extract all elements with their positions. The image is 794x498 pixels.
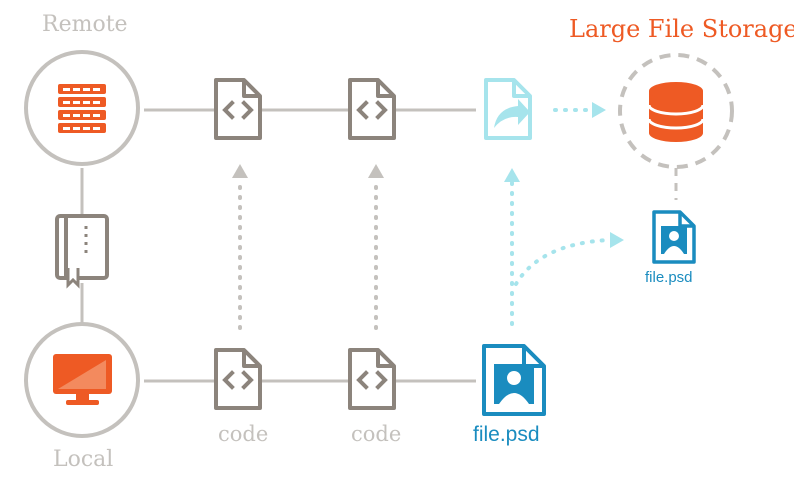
code-file-icon <box>214 78 262 140</box>
file-psd-small-label: file.psd <box>645 269 693 286</box>
push-arrow-1 <box>232 164 248 330</box>
book-icon <box>55 214 109 289</box>
push-arrow-2 <box>368 164 384 330</box>
code-file-icon <box>348 348 396 410</box>
code-file-icon <box>348 78 396 140</box>
file-psd-label: file.psd <box>473 423 540 446</box>
remote-node <box>24 50 140 166</box>
local-node <box>24 322 140 438</box>
server-icon <box>58 84 106 133</box>
pointer-to-storage-arrow <box>553 102 606 118</box>
lfs-label: Large File Storage <box>569 15 794 43</box>
monitor-icon <box>53 354 112 405</box>
file-upload-arrow <box>514 232 624 286</box>
code-label-2: code <box>351 422 402 446</box>
image-file-icon <box>652 210 696 264</box>
share-arrow-file-icon <box>484 78 532 140</box>
local-label: Local <box>53 447 114 472</box>
database-icon <box>647 82 705 142</box>
image-file-icon <box>482 344 546 416</box>
code-file-icon <box>214 348 262 410</box>
pointer-push-arrow <box>504 168 520 326</box>
lfs-node <box>618 53 734 169</box>
remote-label: Remote <box>42 12 128 37</box>
code-label-1: code <box>218 422 269 446</box>
